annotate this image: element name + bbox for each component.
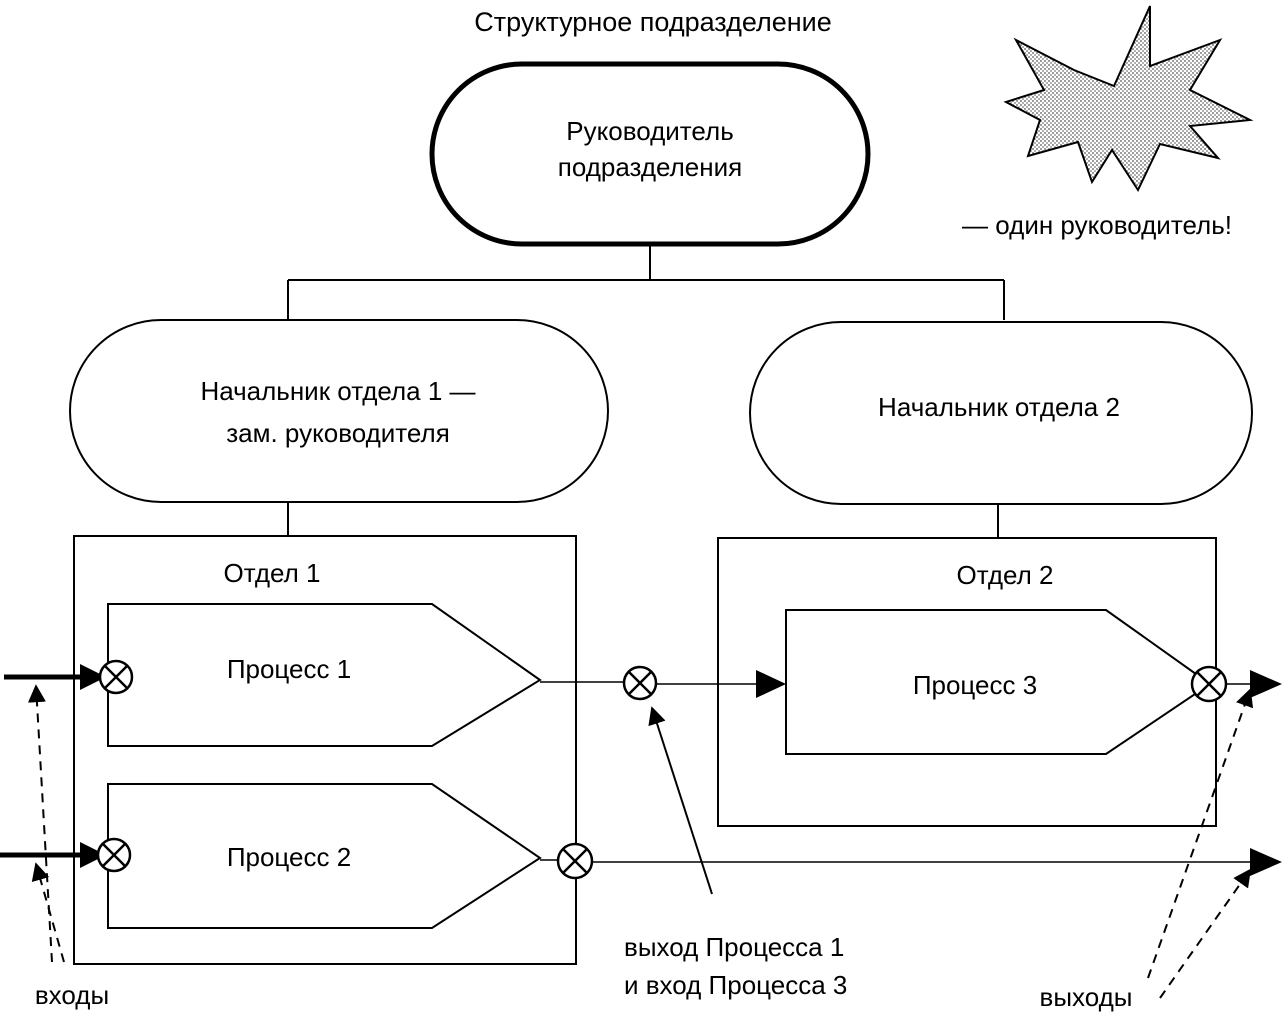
process3-label: Процесс 3: [913, 670, 1037, 700]
dept1-label: Отдел 1: [224, 558, 321, 588]
unit-title: Структурное подразделение: [474, 7, 832, 37]
one-head-note: — один руководитель!: [962, 210, 1232, 240]
inputs-pointer-1: [27, 684, 53, 963]
outputs-label: выходы: [1040, 982, 1133, 1012]
process1-input-junction-icon: [98, 659, 134, 695]
process2-label: Процесс 2: [227, 842, 351, 872]
starburst-icon: [1003, 5, 1254, 193]
dept2-head-label: Начальник отдела 2: [878, 392, 1120, 422]
head-label-line2: подразделения: [558, 152, 742, 182]
inputs-pointer-2: [31, 862, 65, 963]
inputs-label: входы: [35, 980, 109, 1010]
head-label-line1: Руководитель: [566, 116, 734, 146]
process2-input-junction-icon: [96, 837, 132, 873]
dept1-head-label-line2: зам. руководителя: [226, 418, 450, 448]
dept1-box: [73, 535, 577, 965]
process3-output-junction-icon: [1190, 665, 1228, 703]
dept1-head-node: [69, 319, 609, 503]
outputs-pointer-2: [1159, 868, 1252, 999]
process1-shape: [107, 603, 542, 747]
link-note-line1: выход Процесса 1: [624, 932, 844, 962]
dept1-head-label-line1: Начальник отдела 1 —: [200, 376, 475, 406]
link-note-line2: и вход Процесса 3: [624, 970, 847, 1000]
input2-arrowhead: [80, 842, 106, 868]
input1-arrowhead: [80, 664, 106, 690]
flow-p3-output-arrowhead: [1250, 670, 1282, 698]
process3-shape: [785, 609, 1212, 755]
process2-shape: [107, 783, 542, 929]
outputs-pointer-1: [1147, 688, 1254, 979]
flow-p2-output-arrowhead: [1250, 848, 1282, 876]
link-note-pointer: [648, 706, 713, 895]
flow-p3-input-arrowhead: [756, 670, 786, 698]
process1-label: Процесс 1: [227, 654, 351, 684]
process1-output-junction-icon: [622, 665, 658, 701]
dept2-head-node: [749, 321, 1253, 505]
process2-output-junction-icon: [556, 842, 594, 880]
dept2-label: Отдел 2: [957, 560, 1054, 590]
